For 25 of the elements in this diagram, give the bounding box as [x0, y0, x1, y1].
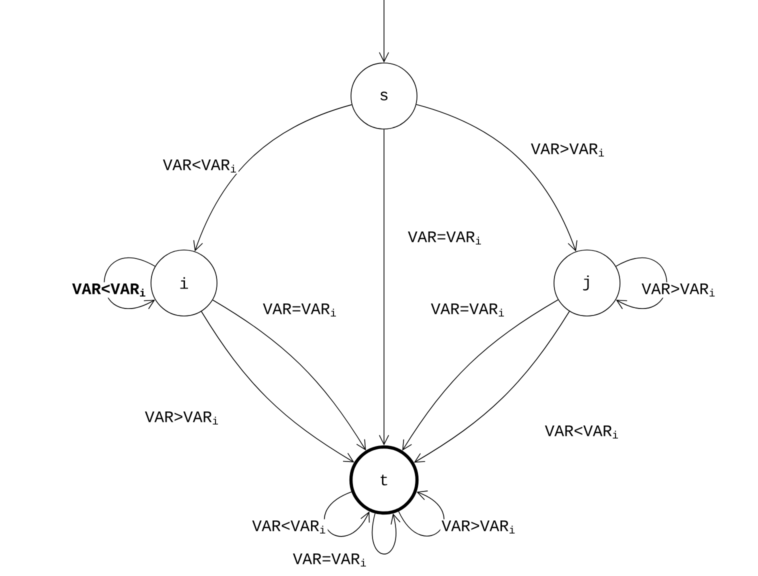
arrow — [212, 300, 366, 450]
self-loop-arrow — [616, 258, 668, 310]
edge-label: VAR=VAR$_{i}$ — [430, 302, 506, 318]
arrow — [414, 310, 570, 463]
edge-label: VAR=VAR$_{i}$ — [406, 230, 484, 246]
edge-label: VAR=VAR$_{i}$ — [292, 552, 368, 568]
arrow — [402, 299, 559, 451]
edge-label: VAR<VAR$_{i}$ — [250, 519, 328, 535]
self-loop-arrow — [398, 490, 444, 536]
self-loop-arrow — [324, 491, 370, 537]
edge-label: VAR>VAR$_{i}$ — [640, 282, 718, 298]
arrow — [193, 104, 352, 252]
edge-label: VAR>VAR$_{i}$ — [144, 410, 220, 426]
edge-label: VAR=VAR$_{i}$ — [262, 302, 338, 318]
edge-label: VAR>VAR$_{i}$ — [440, 519, 518, 535]
edge-label: VAR<VAR$_{i}$ — [162, 158, 238, 174]
arrow — [201, 311, 354, 462]
self-loop-arrow — [104, 258, 156, 310]
arrow — [416, 104, 578, 252]
arrow — [378, 129, 390, 446]
edge-label: VAR<VAR$_{i}$ — [544, 424, 620, 440]
arrow — [378, 0, 390, 63]
edge-label: VAR<VAR$_{i}$ — [70, 282, 148, 298]
self-loop-arrow — [372, 513, 400, 554]
edge-label: VAR>VAR$_{i}$ — [530, 142, 606, 158]
